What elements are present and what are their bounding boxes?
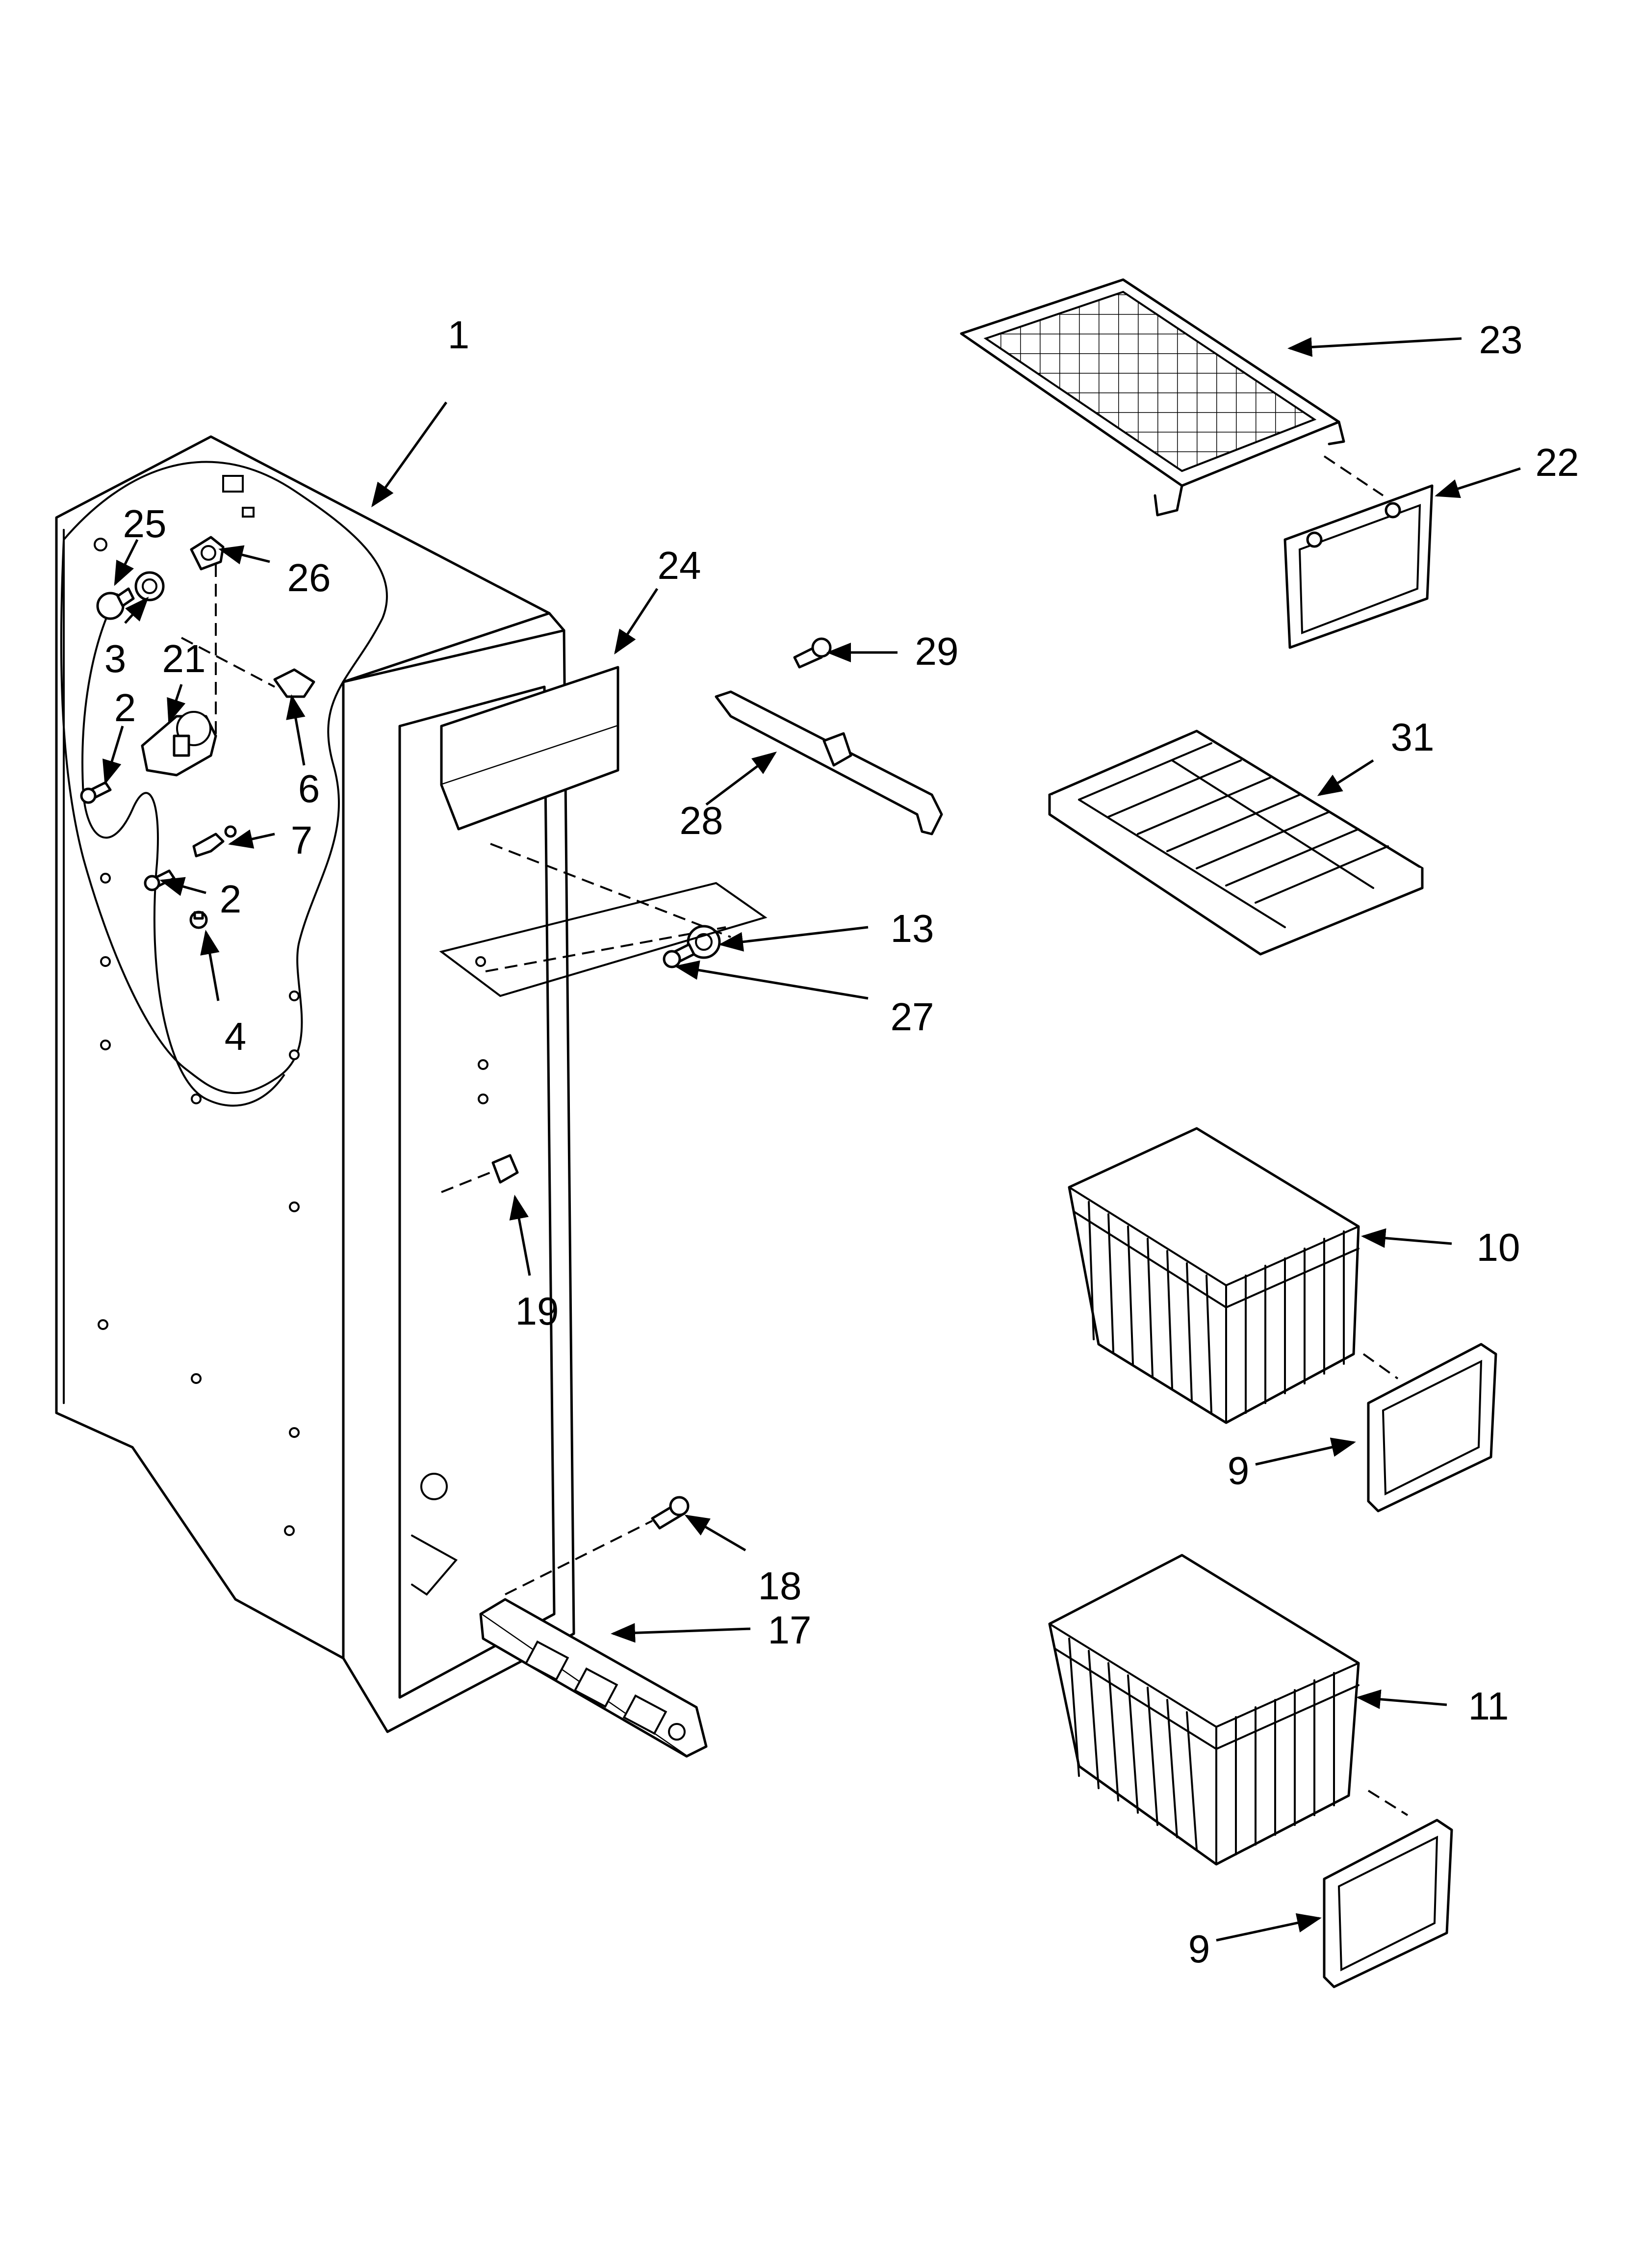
callout-labels: 1 2 2 3 4 6 7 9 9 10 11 13 17 18 19 21 2… (104, 313, 1579, 1971)
callout-21: 21 (162, 637, 206, 680)
callout-4: 4 (225, 1015, 247, 1058)
callout-17: 17 (768, 1608, 812, 1652)
callout-27: 27 (891, 995, 934, 1039)
callout-2-lower: 2 (220, 877, 242, 921)
label-strip-24 (440, 666, 619, 831)
callout-19: 19 (515, 1289, 559, 1333)
light-socket (190, 536, 225, 571)
callout-18: 18 (758, 1564, 802, 1608)
wire-basket-10 (1068, 1127, 1360, 1424)
callout-7: 7 (291, 818, 313, 862)
track-28 (715, 690, 943, 835)
callout-11: 11 (1468, 1684, 1509, 1728)
wire-shelf-31 (1048, 730, 1424, 956)
callout-10: 10 (1477, 1225, 1520, 1269)
damper-gasket-13 (663, 925, 721, 968)
callout-2-upper: 2 (114, 686, 136, 730)
leader-lines (102, 337, 1521, 1942)
screw-29 (793, 637, 832, 669)
wire-shelf-23 (960, 278, 1345, 517)
fastener-4 (189, 911, 208, 929)
wire-basket-11 (1048, 1554, 1360, 1866)
callout-3: 3 (104, 637, 127, 680)
diagram-panel-outline (439, 882, 768, 997)
light-shield-ring (134, 571, 165, 601)
callout-31: 31 (1391, 715, 1435, 759)
callout-22: 22 (1536, 441, 1579, 484)
basket-front-9a (1367, 1343, 1497, 1512)
shelf-retainer-22 (1283, 484, 1434, 649)
callout-6: 6 (298, 767, 320, 810)
screw-18 (651, 1496, 690, 1530)
callout-9-lower: 9 (1188, 1927, 1210, 1971)
callout-29: 29 (915, 629, 959, 673)
thermistor-19 (491, 1154, 519, 1184)
callout-26: 26 (287, 556, 331, 600)
switch-6 (273, 668, 315, 698)
bottom-grille-17 (479, 1598, 708, 1758)
callout-13: 13 (891, 907, 934, 950)
screw-2a (80, 781, 112, 804)
callout-25: 25 (123, 502, 167, 546)
basket-front-9b (1323, 1819, 1453, 1988)
callout-23: 23 (1479, 318, 1523, 362)
callout-28: 28 (680, 799, 723, 842)
callout-1: 1 (448, 313, 470, 357)
callout-9-upper: 9 (1228, 1449, 1250, 1492)
callout-24: 24 (658, 544, 701, 587)
